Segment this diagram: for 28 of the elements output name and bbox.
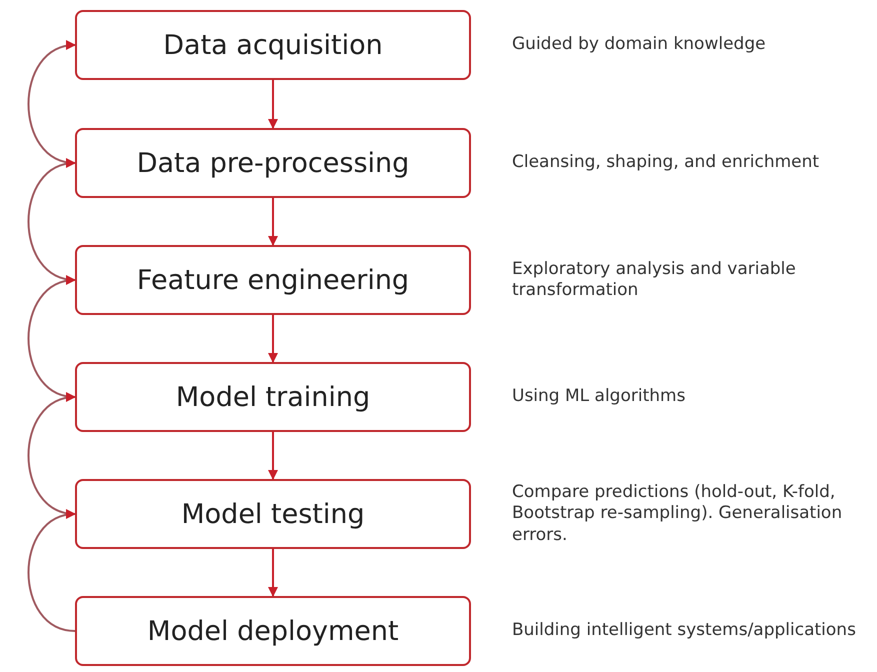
step-note: Building intelligent systems/applications bbox=[512, 620, 857, 642]
process-box bbox=[75, 479, 471, 549]
arrow bbox=[28, 394, 76, 515]
step-note: Using ML algorithms bbox=[512, 386, 686, 408]
arrow bbox=[268, 315, 278, 363]
step-label: Model deployment bbox=[147, 616, 399, 646]
arrow bbox=[28, 160, 76, 281]
arrow bbox=[28, 42, 76, 164]
arrow bbox=[268, 80, 278, 129]
step-label: Model training bbox=[176, 382, 370, 412]
arrow bbox=[28, 276, 76, 398]
process-box bbox=[75, 128, 471, 198]
step-note: Guided by domain knowledge bbox=[512, 34, 767, 56]
step-note: Cleansing, shaping, and enrichment bbox=[512, 152, 820, 174]
step-label: Data acquisition bbox=[163, 30, 383, 60]
step-note: Exploratory analysis and variable transformation bbox=[512, 258, 797, 302]
arrow bbox=[268, 432, 278, 480]
process-box bbox=[75, 10, 471, 80]
step-label: Model testing bbox=[181, 498, 365, 530]
process-box bbox=[75, 362, 471, 432]
process-box bbox=[75, 596, 471, 666]
arrow bbox=[28, 510, 76, 632]
step-note: Compare predictions (hold-out, K-fold, Bootstrap re-sampling). Generalisation errors. bbox=[512, 482, 844, 546]
arrow bbox=[268, 549, 278, 597]
process-box bbox=[75, 245, 471, 315]
step-label: Feature engineering bbox=[136, 264, 410, 296]
step-label: Data pre-processing bbox=[136, 148, 410, 178]
arrow bbox=[268, 198, 278, 246]
